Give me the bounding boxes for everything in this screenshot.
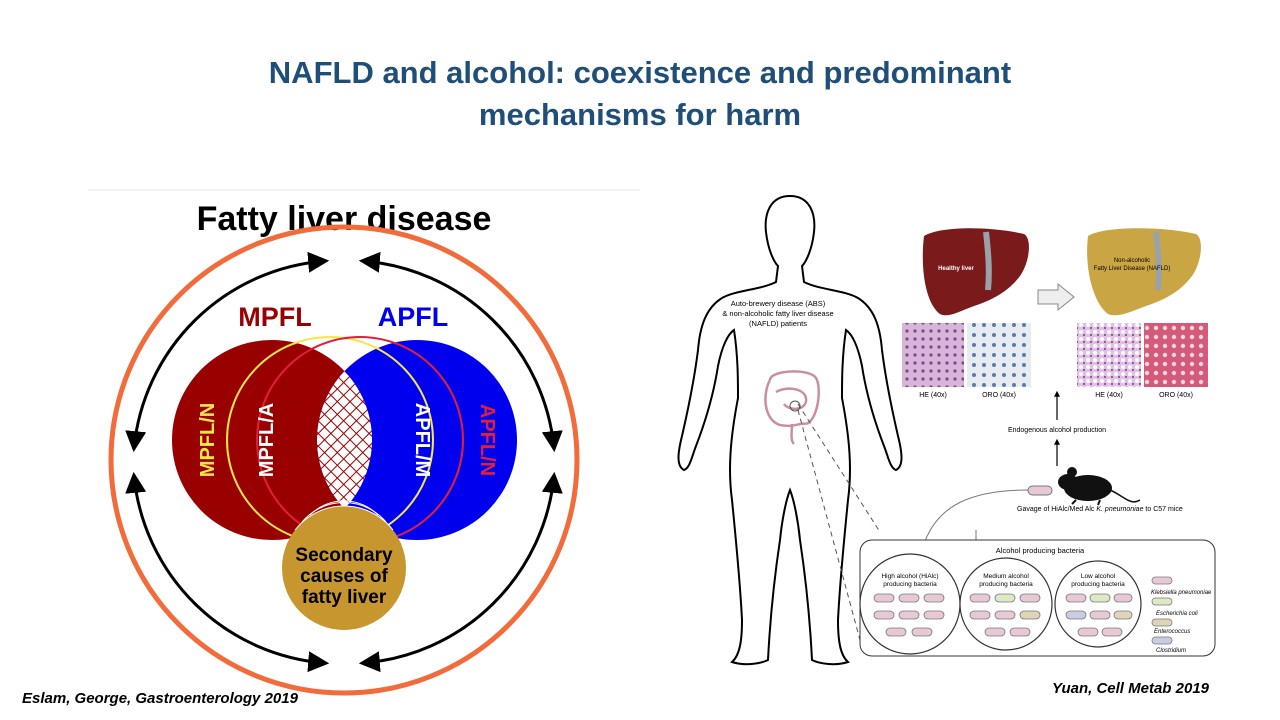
title-line-1: NAFLD and alcohol: coexistence and predo…: [268, 55, 1012, 90]
right-figure: Auto-brewery disease (ABS) & non-alcohol…: [677, 194, 1216, 666]
mpfl-circle: [172, 340, 372, 540]
group-low-circle: [1054, 560, 1142, 648]
human-silhouette: [677, 194, 903, 666]
nafld-liver: [1087, 228, 1201, 316]
cycle-arrows: [125, 251, 563, 673]
mpfl-n-label: MPFL/N: [197, 403, 219, 477]
nafld-liver-label-2: Fatty Liver Disease (NAFLD): [1094, 266, 1171, 272]
legend-klebsiella: Klebsiella pneumoniae: [1151, 590, 1212, 596]
he-healthy-image: [902, 323, 964, 387]
bacteria-legend: Klebsiella pneumoniae Escherichia coli E…: [1151, 576, 1212, 654]
left-figure: Fatty liver disease MPFL APFL MPFL/N MPF…: [88, 189, 640, 696]
nafld-liver-label-1: Non-alcoholic: [1114, 258, 1150, 264]
title-line-2: mechanisms for harm: [478, 97, 802, 132]
secondary-line-2: causes of: [300, 566, 388, 587]
group-low-label-2: producing bacteria: [1071, 581, 1125, 588]
oro-healthy-image: [967, 323, 1031, 387]
apfl-n-label: APFL/N: [476, 404, 498, 476]
group-medium-label-2: producing bacteria: [979, 581, 1033, 588]
patient-label-2: & non-alcoholic fatty liver disease: [722, 309, 833, 318]
secondary-line-1: Secondary: [295, 545, 393, 566]
he-nafld-image: [1077, 323, 1141, 387]
citation-right: Yuan, Cell Metab 2019: [1052, 680, 1210, 697]
mouse-icon: [1058, 467, 1141, 506]
gavage-label: Gavage of HiAlc/Med Alc K. pneumoniae to…: [1017, 506, 1183, 513]
fatty-liver-heading: Fatty liver disease: [197, 200, 492, 238]
oro-nafld-image: [1144, 323, 1208, 387]
group-medium-label-1: Medium alcohol: [983, 573, 1029, 580]
apfl-m-label: APFL/M: [411, 403, 433, 477]
healthy-liver: [922, 228, 1029, 316]
intestines: [764, 370, 820, 445]
he-right-label: HE (40x): [1095, 392, 1123, 399]
oro-left-label: ORO (40x): [982, 392, 1016, 399]
transition-arrow: [1037, 282, 1075, 312]
group-high-label-2: producing bacteria: [883, 581, 937, 588]
healthy-liver-label: Healthy liver: [938, 266, 974, 272]
oro-right-label: ORO (40x): [1159, 392, 1193, 399]
secondary-line-3: fatty liver: [302, 587, 387, 608]
legend-clostridium: Clostridium: [1156, 648, 1186, 654]
citation-left: Eslam, George, Gastroenterology 2019: [22, 690, 298, 707]
group-medium-circle: [959, 557, 1053, 651]
secondary-causes: Secondary causes of fatty liver: [282, 500, 406, 630]
gavage-capsule: [1027, 485, 1053, 496]
he-left-label: HE (40x): [919, 392, 947, 399]
group-low-label-1: Low alcohol: [1081, 573, 1116, 580]
slide-title: NAFLD and alcohol: coexistence and predo…: [0, 52, 1280, 136]
patient-label-1: Auto-brewery disease (ABS): [731, 299, 826, 308]
outer-ring: [108, 224, 580, 696]
patient-label-3: (NAFLD) patients: [749, 319, 807, 328]
bacteria-title: Alcohol producing bacteria: [996, 546, 1085, 555]
legend-ecoli: Escherichia coli: [1156, 611, 1198, 617]
apfl-circle: [317, 340, 517, 540]
mpfl-a-label: MPFL/A: [256, 403, 278, 477]
group-high-label-1: High alcohol (HiAlc): [881, 573, 938, 580]
endogenous-label: Endogenous alcohol production: [1008, 427, 1106, 434]
group-high-circle: [859, 553, 961, 655]
legend-enterococcus: Enterococcus: [1154, 629, 1190, 635]
mpfl-label: MPFL: [238, 302, 312, 332]
apfl-label: APFL: [378, 302, 449, 332]
